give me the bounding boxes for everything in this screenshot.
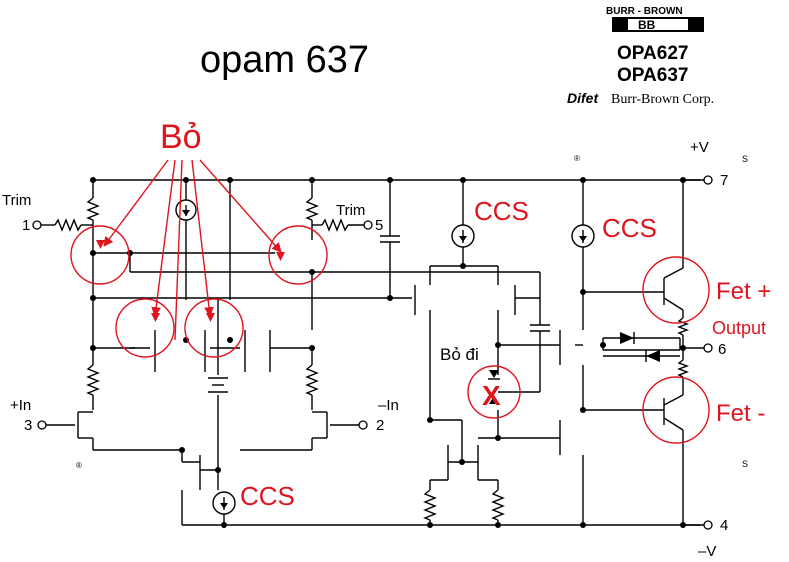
fet-plus-label: Fet + xyxy=(716,278,771,305)
trim-left-label: Trim xyxy=(2,192,31,209)
pin4-label: 4 xyxy=(720,517,728,534)
minus-v-sub: S xyxy=(742,459,748,469)
pin5-terminal xyxy=(363,220,373,230)
minus-in-label: –In xyxy=(378,397,399,414)
logo-subline-bold: Difet xyxy=(567,90,599,106)
pin-terminals xyxy=(32,175,713,530)
remove-away-label: Bỏ đi xyxy=(440,345,479,364)
output-label: Output xyxy=(712,318,766,338)
remove-circle-2 xyxy=(115,298,175,358)
pin3-terminal xyxy=(37,420,47,430)
minus-v-label: –V xyxy=(698,543,716,560)
pin6-label: 6 xyxy=(718,341,726,358)
pin-labels: +V S 7 Trim 1 Trim 5 6 +In 3 –In 2 S 4 –… xyxy=(2,139,748,560)
ccs-label-2: CCS xyxy=(602,213,657,243)
junction-dots xyxy=(90,177,686,528)
pin5-label: 5 xyxy=(375,217,383,234)
fet-minus-label: Fet - xyxy=(716,400,765,427)
pin1-terminal xyxy=(32,220,42,230)
red-annotations: Bỏ CCS CCS CCS Bỏ đi X Fet + Output Fet … xyxy=(70,118,771,511)
fet-minus-circle xyxy=(642,376,710,444)
pin2-label: 2 xyxy=(376,417,384,434)
registered-mark-left: ® xyxy=(76,461,82,470)
pin7-label: 7 xyxy=(720,172,728,189)
remove-circle-4 xyxy=(268,225,328,285)
pin2-terminal xyxy=(358,420,368,430)
logo-mark: BB xyxy=(638,18,656,32)
remove-diode-circle xyxy=(467,365,521,419)
logo-part-627: OPA627 xyxy=(617,43,688,64)
ccs-label-3: CCS xyxy=(240,481,295,511)
burr-brown-logo: BURR - BROWN BB OPA627 OPA637 Difet Burr… xyxy=(567,6,714,107)
plus-v-sub: S xyxy=(742,154,748,164)
remove-label: Bỏ xyxy=(160,118,202,156)
trim-right-label: Trim xyxy=(336,202,365,219)
plus-v-label: +V xyxy=(690,139,709,156)
remove-circle-1 xyxy=(70,225,130,285)
plus-in-label: +In xyxy=(10,397,31,414)
remove-circle-3 xyxy=(184,298,244,358)
pin1-label: 1 xyxy=(22,217,30,234)
pin6-terminal xyxy=(703,343,713,353)
page-title: opam 637 xyxy=(200,39,369,81)
pin7-terminal xyxy=(703,175,713,185)
registered-mark-top: ® xyxy=(574,154,580,163)
ccs-label-1: CCS xyxy=(474,196,529,226)
x-mark: X xyxy=(482,380,501,411)
fet-plus-circle xyxy=(642,256,710,324)
pin4-terminal xyxy=(703,520,713,530)
pin3-label: 3 xyxy=(24,417,32,434)
logo-part-637: OPA637 xyxy=(617,65,688,86)
logo-brand-text: BURR - BROWN xyxy=(606,6,683,17)
circuit-wires xyxy=(40,179,705,526)
logo-subline: Burr-Brown Corp. xyxy=(611,92,714,107)
